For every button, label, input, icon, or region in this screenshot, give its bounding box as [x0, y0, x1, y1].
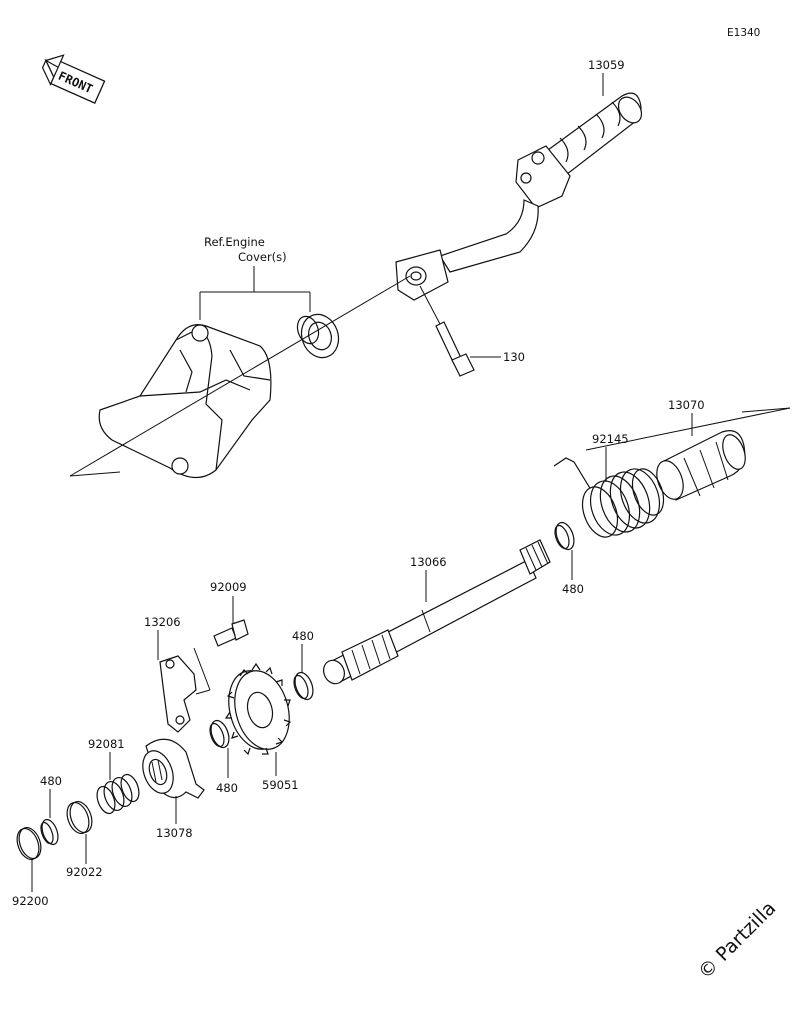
- label-13078: 13078: [156, 826, 193, 840]
- label-130: 130: [503, 350, 525, 364]
- plate-13206: [159, 655, 197, 733]
- ratchet-13078: [142, 738, 205, 799]
- label-480-low: 480: [216, 781, 238, 795]
- ref-engine-label-1: Ref.Engine: [204, 235, 265, 249]
- label-480-right: 480: [562, 582, 584, 596]
- gear-59051: [224, 662, 292, 756]
- circlip-480-mid: [293, 671, 314, 701]
- guide-13070: [656, 430, 746, 501]
- kick-pedal-13059: [395, 92, 643, 377]
- label-92081: 92081: [88, 737, 125, 751]
- spring-92145: [553, 457, 665, 538]
- label-13070: 13070: [668, 398, 705, 412]
- washer-92200: [16, 826, 42, 861]
- oil-seal: [296, 313, 340, 359]
- circlip-480-right: [554, 521, 575, 551]
- ref-engine-label-2: Cover(s): [238, 250, 287, 264]
- label-59051: 59051: [262, 778, 299, 792]
- label-92145: 92145: [592, 432, 629, 446]
- engine-cover: [98, 324, 272, 479]
- bolt-92009: [213, 619, 249, 647]
- kick-shaft-13066: [323, 539, 551, 685]
- partzilla-watermark: © Partzilla: [694, 897, 780, 983]
- circlip-480-low: [209, 719, 230, 749]
- diagram-code: E1340: [727, 27, 760, 39]
- label-480-mid: 480: [292, 629, 314, 643]
- spring-92081: [96, 773, 140, 815]
- label-13206: 13206: [144, 615, 181, 629]
- front-arrow-icon: FRONT: [41, 54, 106, 104]
- label-92200: 92200: [12, 894, 49, 908]
- label-92009: 92009: [210, 580, 247, 594]
- label-13066: 13066: [410, 555, 447, 569]
- label-92022: 92022: [66, 865, 103, 879]
- label-480-left: 480: [40, 774, 62, 788]
- washer-92022: [66, 800, 93, 835]
- label-13059: 13059: [588, 58, 625, 72]
- circlip-480-left: [40, 818, 59, 846]
